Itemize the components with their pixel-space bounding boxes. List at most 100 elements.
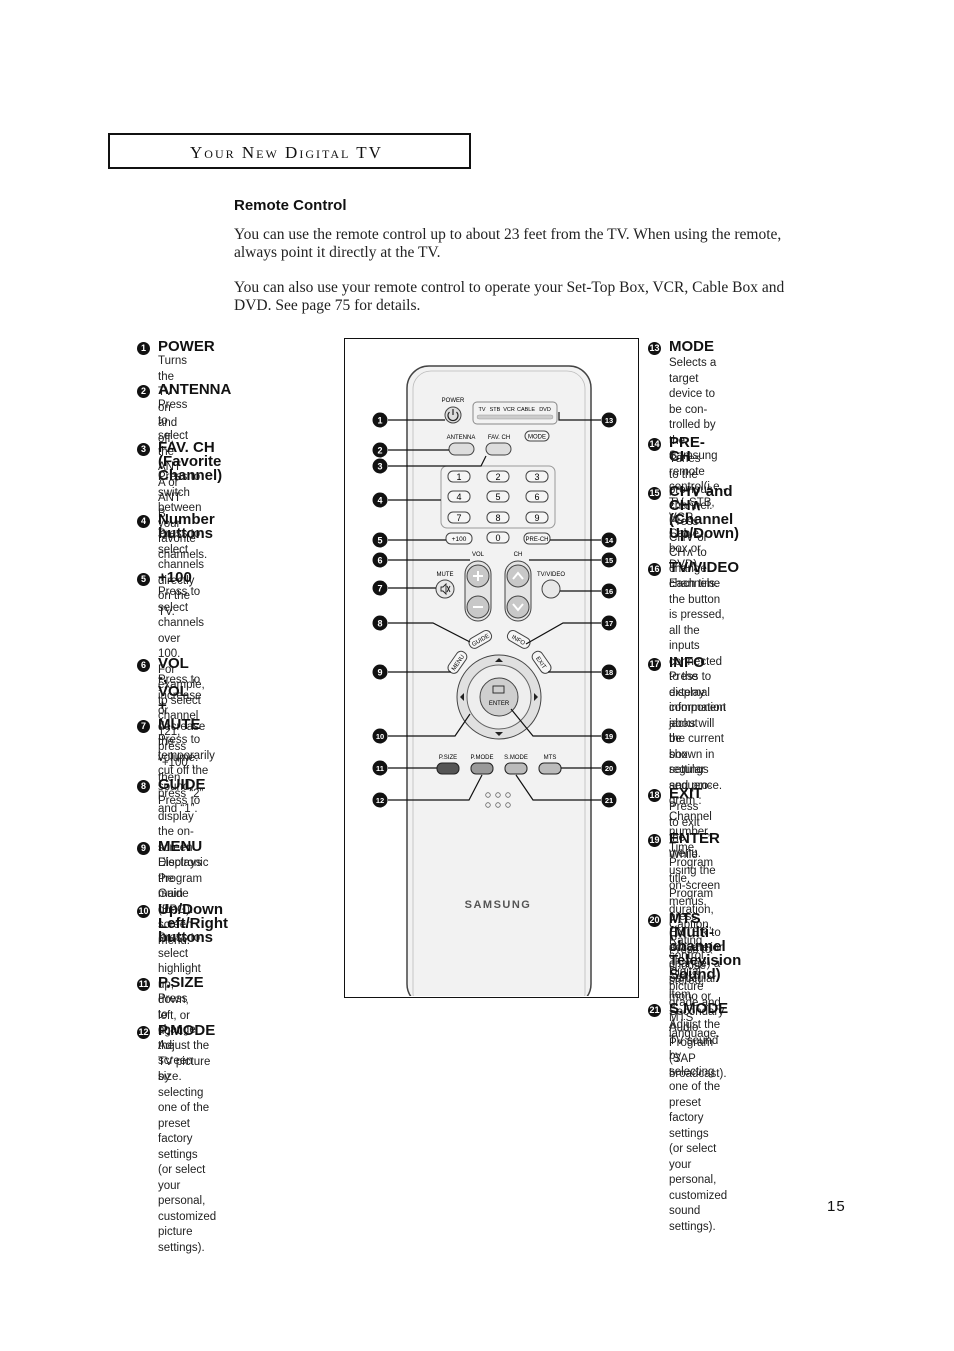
callout-lines [388,412,601,801]
ch-up-button[interactable] [506,564,530,588]
digit-label: 0 [495,533,500,543]
item-number: 20 [648,914,661,927]
mode-button[interactable] [524,430,550,442]
mute-label: MUTE [437,572,454,578]
item-desc: Turns the TV on and off. [158,355,187,445]
item-desc: Press to increase or decrease the volume… [158,674,206,764]
mode-label: MODE [528,435,546,441]
item-desc: Each time the button is pressed, all the… [669,578,726,792]
plus100-button[interactable] [445,532,473,545]
callout-number: 8 [377,619,382,629]
fav-ch-button[interactable] [485,442,512,456]
item-desc: Press to select the ANT A or ANT B. [158,399,189,520]
callout-marker [372,492,388,508]
item-title: ENTER [669,830,720,847]
smode-button[interactable] [504,762,528,775]
item-title: P.SIZE [158,974,204,991]
item-desc: Press to switch between your favorite ch… [158,471,208,561]
intro-paragraph-2: You can also use your remote control to … [234,279,785,314]
digit-button[interactable] [447,511,471,524]
item-number: 2 [137,385,150,398]
power-label: POWER [442,398,465,404]
intro-paragraph-1: You can use the remote control up to abo… [234,226,782,261]
mode-stb: STB [490,407,501,413]
chevron-up-icon [512,571,524,580]
digit-button[interactable] [447,470,471,483]
item-title: P.MODE [158,1022,216,1039]
callout-number: 6 [377,556,382,566]
digit-button[interactable] [486,531,510,544]
item-title: +100 [158,569,192,586]
mts-button[interactable] [538,762,562,775]
item-title: FAV. CH (Favorite Channel) [158,439,223,484]
callout-marker [372,442,388,458]
callout-marker [601,728,617,744]
mute-button[interactable] [435,579,455,599]
item-desc: Press to select channels directly on the… [158,528,205,618]
mute-icon [440,582,451,596]
item-number: 19 [648,834,661,847]
callout-number: 20 [605,764,613,773]
item-title: S.MODE [669,1000,729,1017]
callout-marker [601,552,617,568]
antenna-label: ANTENNA [447,435,476,441]
callout-marker [372,792,388,808]
antenna-button[interactable] [448,442,475,456]
callout-number: 11 [376,764,384,773]
callout-marker [372,580,388,596]
item-desc: Tunes to the previous channel. [669,453,713,512]
pmode-label: P.MODE [471,755,494,761]
item-desc: Adjust the TV picture by selecting one o… [158,1040,217,1254]
item-desc: Press to temporarily cut off the sound. [158,734,215,793]
arrow-down-icon [495,732,503,736]
item-number: 11 [137,978,150,991]
vol-label: VOL [472,552,485,558]
digit-button[interactable] [525,470,549,483]
item-number: 18 [648,789,661,802]
guide-button[interactable] [467,629,493,651]
item-desc: While using the on-screen menus, press E… [669,849,723,1001]
callout-number: 19 [605,732,613,741]
callout-number: 4 [377,496,382,506]
callout-marker [372,532,388,548]
item-title: TV/VIDEO [669,559,740,576]
item-desc: Press to choose stereo, mono or Secondar… [669,944,727,1080]
item-number: 16 [648,563,661,576]
callout-number: 7 [377,584,382,594]
pmode-button[interactable] [470,762,494,775]
callout-marker [601,792,617,808]
item-title: Up/Down Left/Right buttons [158,901,228,946]
digit-button[interactable] [486,470,510,483]
callout-number: 1 [377,416,382,426]
remote-illustration-frame: POWER TV STB VCR CABLE DVD ANTENNA FAV. … [344,338,639,1012]
item-number: 17 [648,658,661,671]
digit-button[interactable] [525,490,549,503]
digit-label: 7 [456,513,461,523]
callout-markers: 1 2 3 4 5 6 7 8 9 10 11 12 13 14 15 16 1… [372,412,617,808]
enter-button[interactable] [479,677,519,717]
digit-button[interactable] [447,490,471,503]
pre-ch-label: PRE-CH [525,537,548,543]
callout-number: 17 [605,619,613,628]
item-desc: Displays the main on-screen menu. [158,857,202,947]
page-number: 15 [827,1198,846,1215]
digit-label: 8 [495,513,500,523]
callout-marker [601,532,617,548]
digit-label: 2 [495,472,500,482]
item-number: 5 [137,573,150,586]
info-button[interactable] [506,629,532,651]
ch-down-button[interactable] [506,595,530,619]
item-desc: Press to change the screen size. [158,993,196,1083]
digit-button[interactable] [486,490,510,503]
arrow-right-icon [534,693,538,701]
callout-marker [601,760,617,776]
item-title: EXIT [669,785,703,802]
callout-number: 5 [377,536,382,546]
digit-button[interactable] [486,511,510,524]
digit-button[interactable] [525,511,549,524]
arrow-up-icon [495,658,503,662]
tv-video-button[interactable] [541,579,561,599]
digit-label: 6 [534,492,539,502]
psize-button[interactable] [436,762,460,775]
pre-ch-button[interactable] [523,532,551,545]
